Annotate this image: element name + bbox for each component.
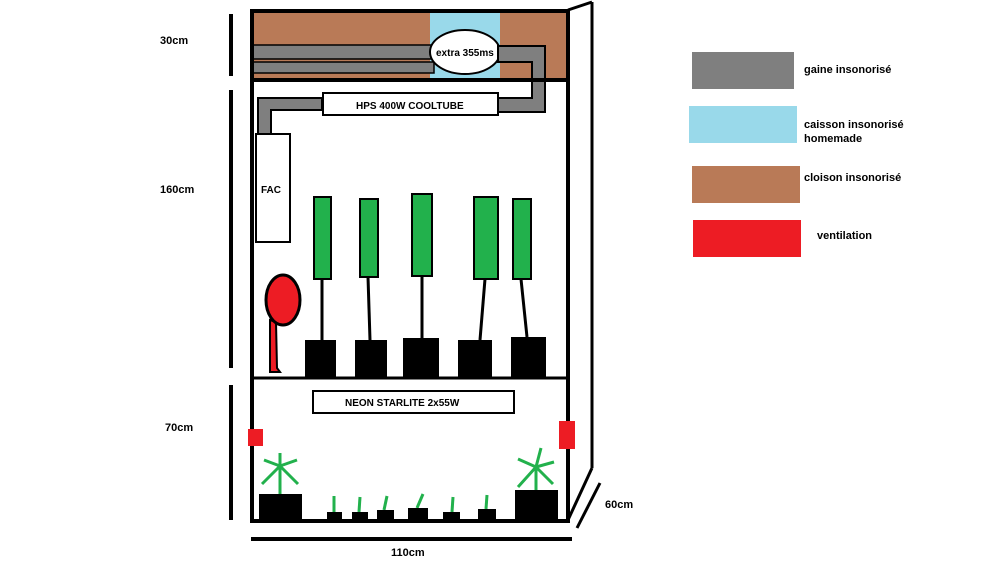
clone-small-2	[352, 496, 368, 521]
clone-stem	[415, 493, 425, 509]
plant-pot	[458, 340, 492, 377]
carbon-filter	[255, 133, 291, 243]
plant-foliage	[473, 196, 499, 280]
vent-left	[248, 429, 263, 446]
plant-pot	[511, 337, 546, 377]
plant-pot	[403, 338, 439, 377]
clone-leaf	[278, 464, 300, 486]
intake-fan	[264, 273, 302, 327]
clone-stem	[382, 495, 389, 511]
hps-cooltube	[322, 92, 499, 116]
clone-pot	[515, 490, 558, 521]
mother-plant-3	[403, 193, 439, 377]
clone-large-left	[259, 453, 302, 521]
plant-stem	[478, 278, 487, 341]
side-bottom-edge	[566, 467, 594, 521]
mother-plant-1	[305, 196, 336, 377]
plant-foliage	[359, 198, 379, 278]
legend-label-partition: cloison insonorisé	[804, 172, 902, 184]
dim-label-70cm: 70cm	[165, 422, 193, 434]
clone-leaf	[517, 457, 537, 469]
legend-swatch-partition	[692, 166, 800, 203]
clone-leaf	[260, 464, 282, 486]
plant-stem	[366, 276, 372, 341]
legend-swatch-ventilation	[693, 220, 801, 257]
clone-stem	[450, 496, 455, 513]
clone-large-right	[515, 447, 558, 521]
clone-pot	[327, 512, 342, 521]
mother-plant-5	[511, 198, 546, 377]
dim-bar-depth	[575, 482, 602, 529]
plant-foliage	[313, 196, 332, 280]
clone-pot	[478, 509, 496, 521]
vent-right	[559, 421, 575, 449]
clone-leaf	[534, 447, 543, 468]
clone-small-3	[377, 495, 394, 521]
clone-stem	[357, 496, 362, 513]
legend-swatch-duct	[692, 52, 794, 89]
clone-stem	[484, 494, 489, 510]
plant-foliage	[411, 193, 433, 277]
clone-small-5	[443, 496, 460, 521]
dim-label-60cm: 60cm	[605, 499, 633, 511]
legend-label-duct: gaine insonorisé	[804, 64, 892, 76]
clone-leaf	[534, 465, 555, 486]
clone-pot	[443, 512, 460, 521]
neon-starlite	[312, 390, 515, 414]
dim-label-110cm: 110cm	[391, 547, 425, 559]
clone-small-6	[478, 494, 496, 521]
neon-starlite-label: NEON STARLITE 2x55W	[345, 398, 460, 409]
clone-leaf	[279, 458, 298, 468]
carbon-filter-label: FAC	[261, 185, 281, 196]
mother-plant-2	[355, 198, 387, 377]
clone-leaf	[263, 458, 281, 468]
duct-lamp-to-filter	[257, 97, 323, 135]
clone-pot	[352, 512, 368, 521]
plant-pot	[355, 340, 387, 377]
plant-foliage	[512, 198, 532, 280]
dim-label-160cm: 160cm	[160, 184, 194, 196]
duct-top-upper	[251, 44, 435, 60]
clone-pot	[408, 508, 428, 521]
mother-plant-4	[458, 196, 499, 377]
legend-swatch-box	[689, 106, 797, 143]
clone-small-1	[327, 496, 342, 521]
plant-stem	[519, 278, 529, 338]
clone-leaf	[516, 465, 538, 489]
plant-pot	[305, 340, 336, 377]
clone-leaf	[535, 460, 555, 469]
clone-pot	[377, 510, 394, 521]
clone-small-4	[408, 493, 428, 521]
legend-label-box: caisson insonorisé homemade	[804, 119, 904, 145]
side-top-edge	[567, 0, 593, 12]
extractor-label: extra 355ms	[436, 48, 494, 59]
hps-cooltube-label: HPS 400W COOLTUBE	[356, 101, 464, 112]
dim-label-30cm: 30cm	[160, 35, 188, 47]
clone-pot	[259, 494, 302, 521]
legend-label-ventilation: ventilation	[817, 230, 873, 242]
intake-duct	[269, 318, 282, 373]
duct-top-lower	[251, 61, 435, 74]
